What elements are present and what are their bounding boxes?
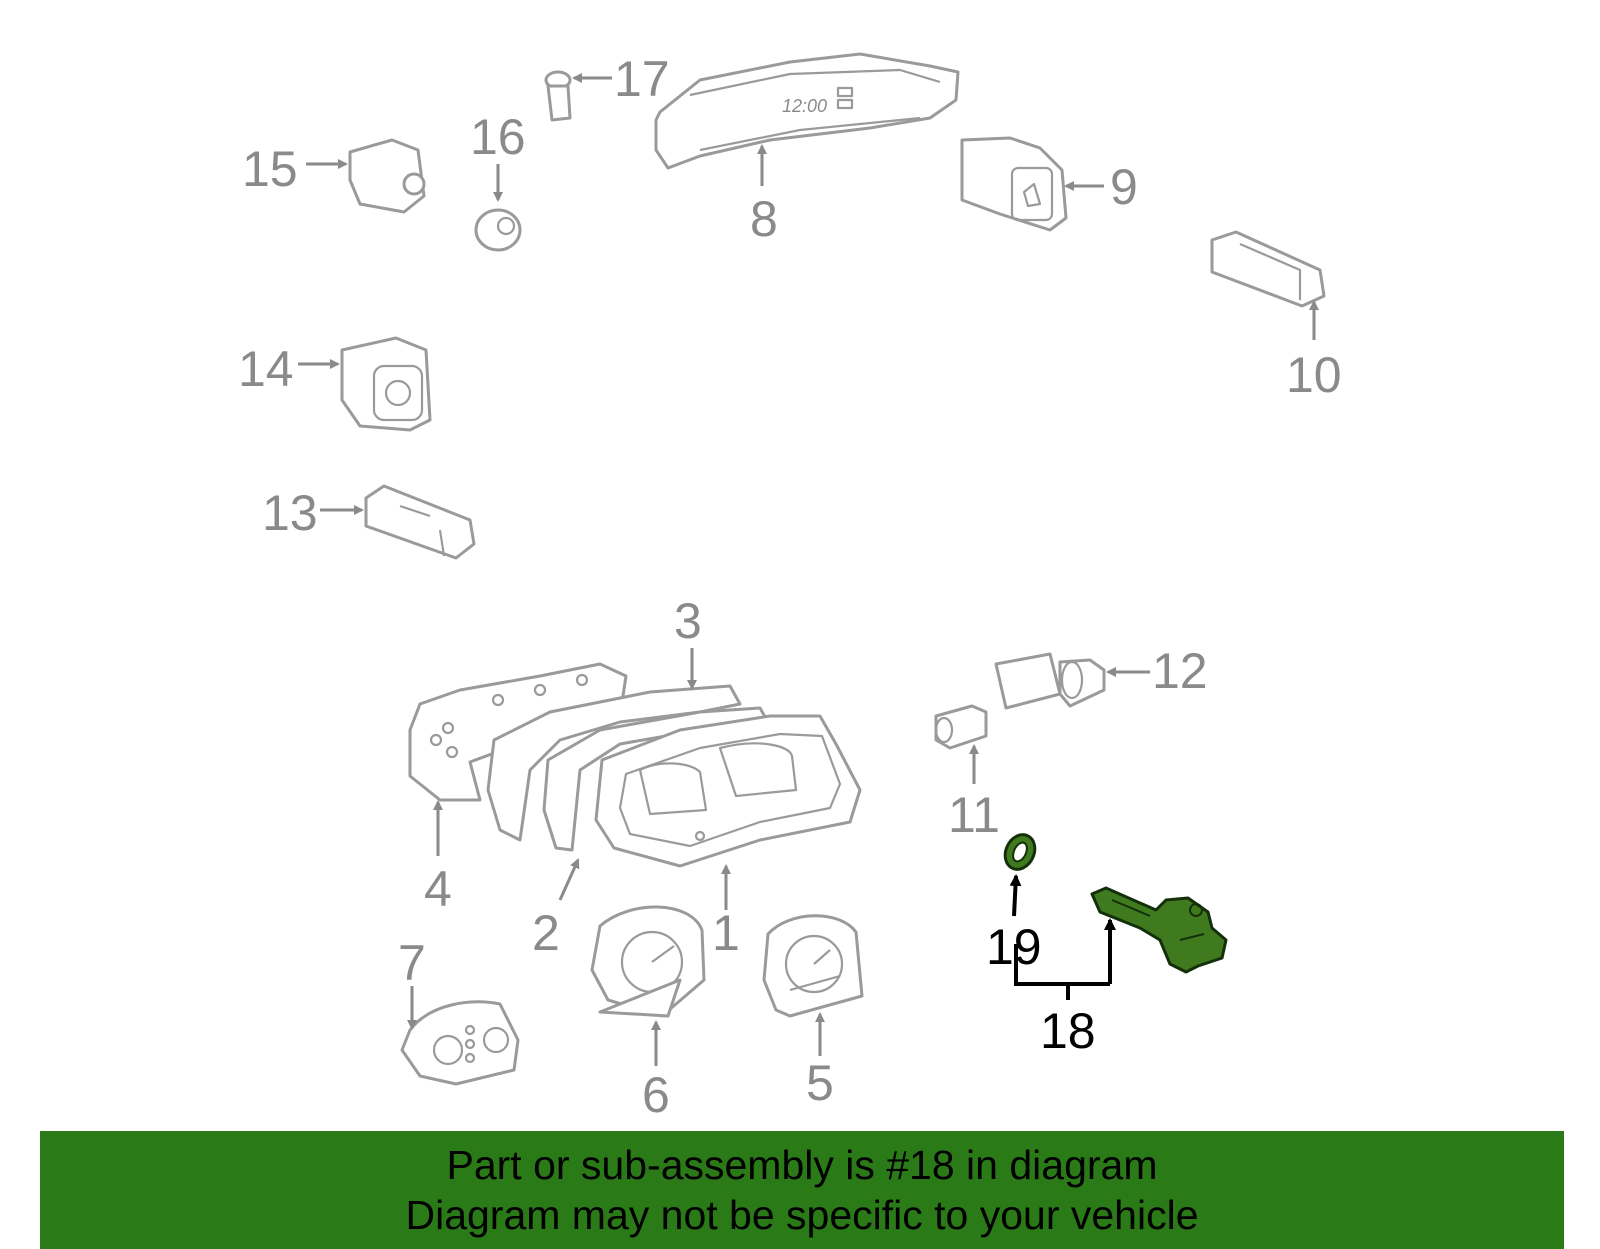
part-5-tachometer <box>762 914 864 1018</box>
banner-line-2: Diagram may not be specific to your vehi… <box>405 1192 1199 1238</box>
callout-12: 12 <box>1152 643 1208 699</box>
part-13-switch-block <box>364 484 476 560</box>
callout-13: 13 <box>262 485 318 541</box>
highlight-leader-lines <box>1009 874 1116 1000</box>
callout-1: 1 <box>712 905 740 961</box>
callout-3: 3 <box>674 593 702 649</box>
callout-5: 5 <box>806 1055 834 1111</box>
callout-17: 17 <box>614 51 670 107</box>
part-7-gauge <box>400 1000 520 1086</box>
callout-10: 10 <box>1286 347 1342 403</box>
part-9-switch <box>960 136 1068 232</box>
callout-15: 15 <box>242 141 298 197</box>
callout-6: 6 <box>642 1067 670 1123</box>
part-8-clock-bezel: 12:00 <box>654 52 960 170</box>
clock-display: 12:00 <box>782 96 827 116</box>
part-17-bulb-socket <box>544 70 572 122</box>
callout-14: 14 <box>238 341 294 397</box>
callout-18: 18 <box>1040 1003 1096 1059</box>
part-16-bushing <box>474 208 522 252</box>
callout-9: 9 <box>1110 159 1138 215</box>
callout-7: 7 <box>398 935 426 991</box>
callout-8: 8 <box>750 191 778 247</box>
part-1-lens-cover <box>594 714 862 868</box>
part-3-case-rear <box>486 684 742 842</box>
part-10-module <box>1210 230 1326 308</box>
part-19-gasket <box>1003 833 1037 871</box>
callout-19: 19 <box>986 919 1042 975</box>
leader-lines <box>298 73 1319 1066</box>
part-11-bulb <box>934 704 988 750</box>
callout-11: 11 <box>948 787 1000 843</box>
callout-4: 4 <box>424 861 452 917</box>
part-18-sender-unit <box>1090 886 1228 974</box>
part-6-speedometer <box>590 905 706 1018</box>
info-banner: Part or sub-assembly is #18 in diagram D… <box>40 1131 1564 1249</box>
part-12-socket <box>994 652 1106 710</box>
callout-2: 2 <box>532 905 560 961</box>
part-14-mirror-switch <box>340 336 432 432</box>
banner-line-1: Part or sub-assembly is #18 in diagram <box>446 1142 1158 1188</box>
callout-16: 16 <box>470 109 526 165</box>
part-15-knob-switch <box>348 138 426 214</box>
callout-labels: 1 2 3 4 5 6 7 8 9 10 11 12 13 14 15 16 1… <box>238 51 1342 1123</box>
